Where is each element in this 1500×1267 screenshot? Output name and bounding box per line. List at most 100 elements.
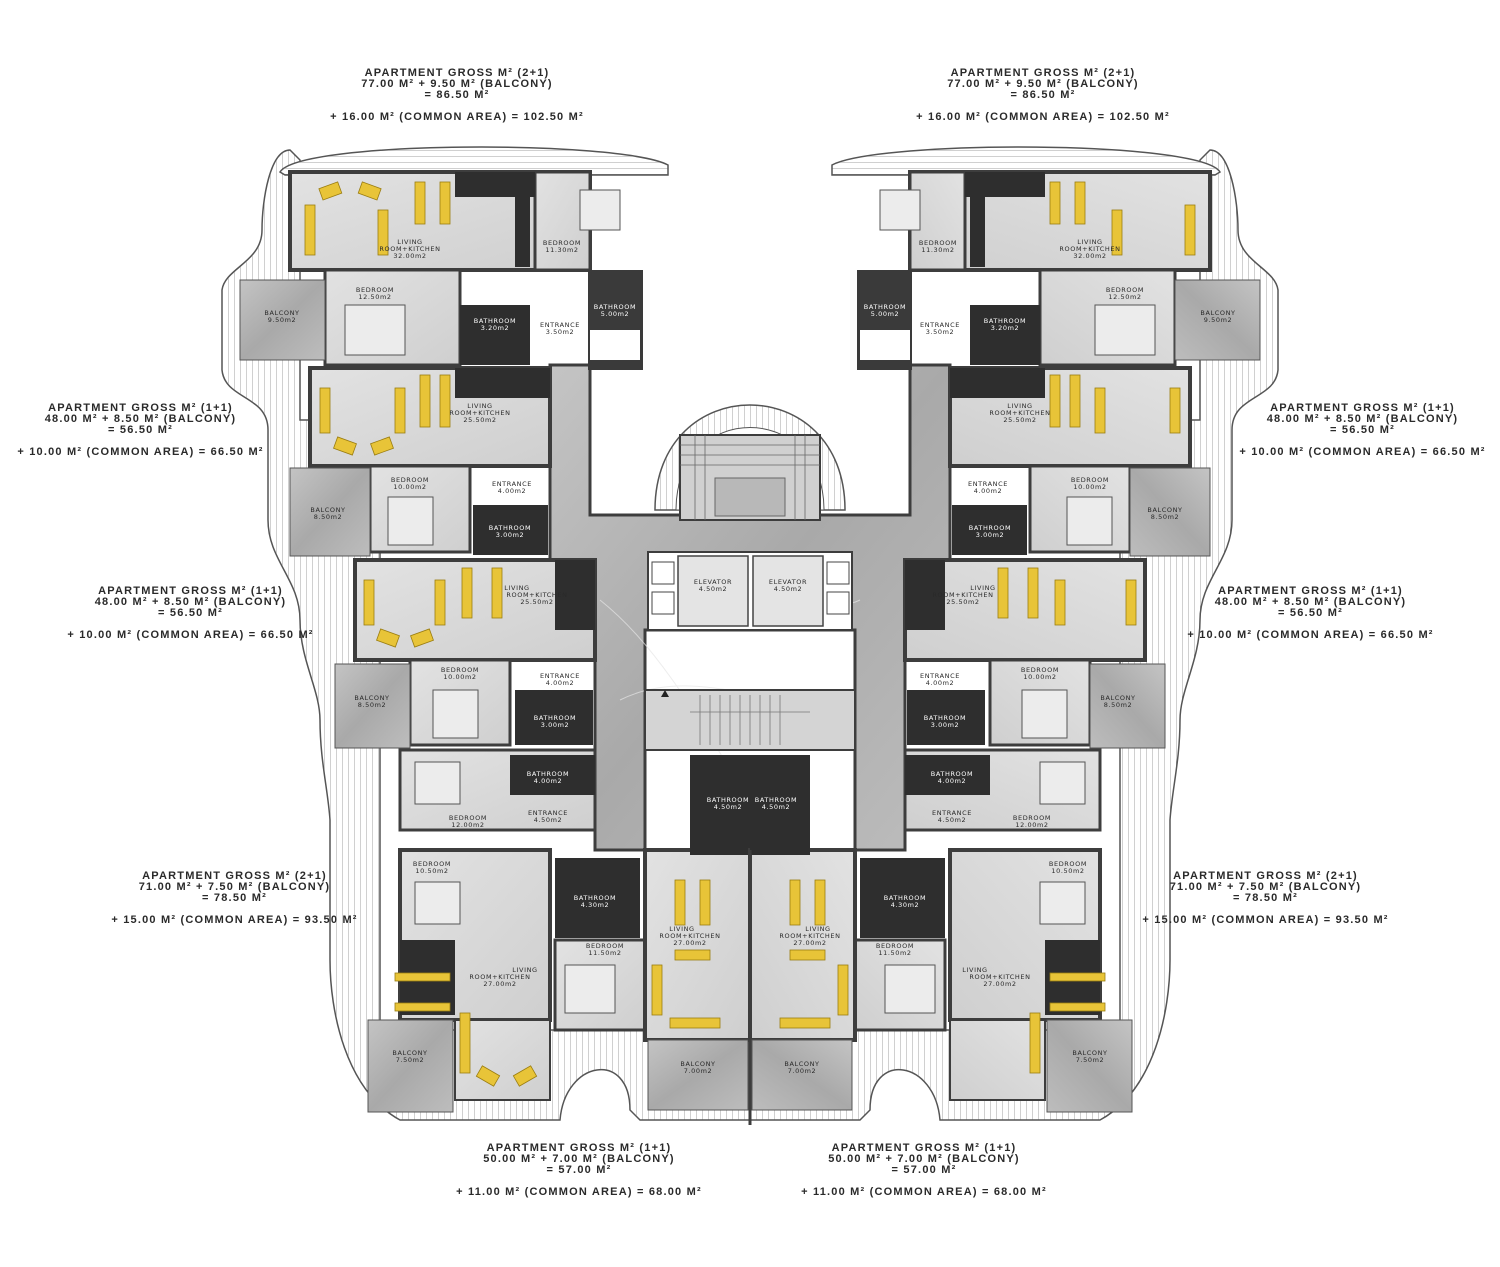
svg-text:8.50m2: 8.50m2 (1151, 513, 1180, 521)
svg-text:4.00m2: 4.00m2 (974, 487, 1003, 495)
svg-text:4.00m2: 4.00m2 (498, 487, 527, 495)
svg-text:10.00m2: 10.00m2 (1023, 673, 1056, 681)
svg-text:10.50m2: 10.50m2 (415, 867, 448, 875)
svg-text:8.50m2: 8.50m2 (314, 513, 343, 521)
svg-text:ENTRANCE: ENTRANCE (528, 809, 568, 817)
svg-text:BATHROOM: BATHROOM (707, 796, 749, 804)
svg-text:3.00m2: 3.00m2 (541, 721, 570, 729)
svg-text:BEDROOM: BEDROOM (586, 942, 624, 950)
svg-text:ENTRANCE: ENTRANCE (540, 321, 580, 329)
annotation-top-right: APARTMENT GROSS M² (2+1)77.00 M² + 9.50 … (916, 67, 1170, 123)
svg-text:BALCONY: BALCONY (264, 309, 299, 317)
svg-text:BEDROOM: BEDROOM (449, 814, 487, 822)
svg-text:LIVING: LIVING (805, 925, 830, 933)
apartment-mid2-right (903, 558, 1166, 749)
svg-text:BEDROOM: BEDROOM (876, 942, 914, 950)
svg-text:27.00m2: 27.00m2 (483, 980, 516, 988)
svg-text:BATHROOM: BATHROOM (474, 317, 516, 325)
annotation-bottom-right: APARTMENT GROSS M² (1+1)50.00 M² + 7.00 … (801, 1142, 1047, 1198)
svg-text:BEDROOM: BEDROOM (1049, 860, 1087, 868)
svg-text:27.00m2: 27.00m2 (673, 939, 706, 947)
svg-text:BALCONY: BALCONY (392, 1049, 427, 1057)
svg-text:ENTRANCE: ENTRANCE (920, 321, 960, 329)
svg-text:BEDROOM: BEDROOM (391, 476, 429, 484)
label-bedroom-tl: BEDROOM (543, 239, 581, 247)
svg-text:11.30m2: 11.30m2 (545, 246, 578, 254)
terrace-top-right (831, 146, 1222, 176)
svg-text:BATHROOM: BATHROOM (489, 524, 531, 532)
svg-text:3.50m2: 3.50m2 (926, 328, 955, 336)
svg-text:BALCONY: BALCONY (680, 1060, 715, 1068)
svg-text:7.00m2: 7.00m2 (684, 1067, 713, 1075)
svg-text:ENTRANCE: ENTRANCE (492, 480, 532, 488)
svg-text:BATHROOM: BATHROOM (884, 894, 926, 902)
svg-text:LIVING: LIVING (1007, 402, 1032, 410)
svg-text:ROOM+KITCHEN: ROOM+KITCHEN (779, 932, 840, 940)
svg-text:25.50m2: 25.50m2 (520, 598, 553, 606)
svg-text:BEDROOM: BEDROOM (356, 286, 394, 294)
annotation-mid1-left: APARTMENT GROSS M² (1+1)48.00 M² + 8.50 … (17, 402, 264, 458)
svg-text:BEDROOM: BEDROOM (1021, 666, 1059, 674)
staircase-top (679, 434, 821, 521)
svg-text:12.00m2: 12.00m2 (1015, 821, 1048, 829)
annotation-low-left: APARTMENT GROSS M² (2+1)71.00 M² + 7.50 … (111, 870, 358, 926)
svg-text:BATHROOM: BATHROOM (931, 770, 973, 778)
svg-text:3.00m2: 3.00m2 (496, 531, 525, 539)
svg-text:10.00m2: 10.00m2 (393, 483, 426, 491)
svg-text:9.50m2: 9.50m2 (268, 316, 297, 324)
svg-text:ROOM+KITCHEN: ROOM+KITCHEN (659, 932, 720, 940)
svg-text:BATHROOM: BATHROOM (864, 303, 906, 311)
svg-text:11.50m2: 11.50m2 (878, 949, 911, 957)
svg-text:BATHROOM: BATHROOM (969, 524, 1011, 532)
terrace-outline-left (221, 149, 751, 1121)
apartment-bottom-left (553, 755, 752, 1111)
svg-text:ROOM+KITCHEN: ROOM+KITCHEN (989, 409, 1050, 417)
svg-text:ENTRANCE: ENTRANCE (920, 672, 960, 680)
svg-text:ROOM+KITCHEN: ROOM+KITCHEN (1059, 245, 1120, 253)
svg-text:BALCONY: BALCONY (354, 694, 389, 702)
svg-text:5.00m2: 5.00m2 (601, 310, 630, 318)
svg-text:10.00m2: 10.00m2 (1073, 483, 1106, 491)
svg-text:9.50m2: 9.50m2 (1204, 316, 1233, 324)
svg-text:BALCONY: BALCONY (310, 506, 345, 514)
apartment-bottom-right (748, 755, 947, 1111)
svg-text:BEDROOM: BEDROOM (1013, 814, 1051, 822)
svg-text:BALCONY: BALCONY (1200, 309, 1235, 317)
svg-text:ROOM+KITCHEN: ROOM+KITCHEN (449, 409, 510, 417)
svg-text:LIVING: LIVING (512, 966, 537, 974)
terrace-top-left (278, 146, 669, 176)
svg-text:BEDROOM: BEDROOM (1071, 476, 1109, 484)
svg-text:BATHROOM: BATHROOM (755, 796, 797, 804)
room-labels: LIVING ROOM+KITCHEN 32.00m2 BEDROOM 11.3… (264, 238, 1235, 1075)
svg-text:4.50m2: 4.50m2 (699, 585, 728, 593)
svg-text:4.00m2: 4.00m2 (938, 777, 967, 785)
svg-text:BALCONY: BALCONY (1072, 1049, 1107, 1057)
staircase-bottom (644, 689, 856, 751)
svg-text:BATHROOM: BATHROOM (534, 714, 576, 722)
annotation-bottom-left: APARTMENT GROSS M² (1+1)50.00 M² + 7.00 … (456, 1142, 702, 1198)
svg-text:BEDROOM: BEDROOM (919, 239, 957, 247)
svg-text:BATHROOM: BATHROOM (594, 303, 636, 311)
svg-text:4.00m2: 4.00m2 (546, 679, 575, 687)
svg-text:BEDROOM: BEDROOM (1106, 286, 1144, 294)
svg-text:12.50m2: 12.50m2 (1108, 293, 1141, 301)
label-living-tl: LIVING (397, 238, 422, 246)
svg-text:BALCONY: BALCONY (784, 1060, 819, 1068)
svg-text:ROOM+KITCHEN: ROOM+KITCHEN (469, 973, 530, 981)
svg-text:7.00m2: 7.00m2 (788, 1067, 817, 1075)
annotation-mid2-right: APARTMENT GROSS M² (1+1)48.00 M² + 8.50 … (1187, 585, 1434, 641)
svg-text:32.00m2: 32.00m2 (1073, 252, 1106, 260)
svg-text:7.50m2: 7.50m2 (396, 1056, 425, 1064)
annotation-low-right: APARTMENT GROSS M² (2+1)71.00 M² + 7.50 … (1142, 870, 1389, 926)
svg-text:LIVING: LIVING (504, 584, 529, 592)
svg-text:4.30m2: 4.30m2 (581, 901, 610, 909)
svg-text:25.50m2: 25.50m2 (946, 598, 979, 606)
svg-text:4.50m2: 4.50m2 (938, 816, 967, 824)
svg-text:BALCONY: BALCONY (1147, 506, 1182, 514)
svg-text:32.00m2: 32.00m2 (393, 252, 426, 260)
svg-text:ROOM+KITCHEN: ROOM+KITCHEN (379, 245, 440, 253)
svg-text:LIVING: LIVING (467, 402, 492, 410)
beds (344, 189, 1156, 1014)
svg-text:27.00m2: 27.00m2 (793, 939, 826, 947)
svg-text:4.30m2: 4.30m2 (891, 901, 920, 909)
